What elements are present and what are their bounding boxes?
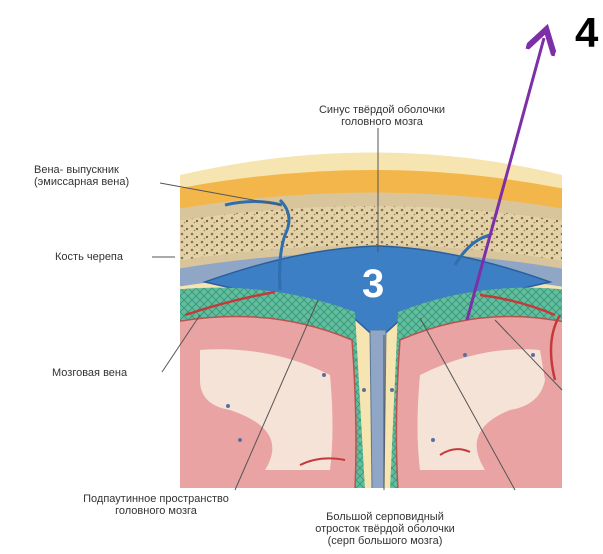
label-sinus-line1: Синус твёрдой оболочки <box>302 104 462 116</box>
vessel-dot <box>431 438 435 442</box>
label-falx-line1: Большой серповидный <box>280 511 490 523</box>
label-sinus-line2: головного мозга <box>302 116 462 128</box>
label-subarachnoid-line2: головного мозга <box>46 505 266 517</box>
cross-section <box>170 150 570 490</box>
label-subarachnoid: Подпаутинное пространство головного мозг… <box>46 493 266 517</box>
label-subarachnoid-line1: Подпаутинное пространство <box>46 493 266 505</box>
label-emissary-line2: (эмиссарная вена) <box>34 176 129 188</box>
vessel-dot <box>463 353 467 357</box>
label-emissary-line1: Вена- выпускник <box>34 164 129 176</box>
label-sinus: Синус твёрдой оболочки головного мозга <box>302 104 462 128</box>
label-falx: Большой серповидный отросток твёрдой обо… <box>280 511 490 547</box>
label-emissary: Вена- выпускник (эмиссарная вена) <box>34 164 129 188</box>
marker-3: 3 <box>362 264 384 304</box>
vessel-dot <box>531 353 535 357</box>
vessel-dot <box>238 438 242 442</box>
vessel-dot <box>226 404 230 408</box>
label-falx-line3: (серп большого мозга) <box>280 535 490 547</box>
vessel-dot <box>362 388 366 392</box>
marker-4: 4 <box>575 12 598 54</box>
vessel-dot <box>322 373 326 377</box>
label-cerebral-vein: Мозговая вена <box>52 367 127 379</box>
label-falx-line2: отросток твёрдой оболочки <box>280 523 490 535</box>
vessel-dot <box>390 388 394 392</box>
label-skull: Кость черепа <box>55 251 123 263</box>
